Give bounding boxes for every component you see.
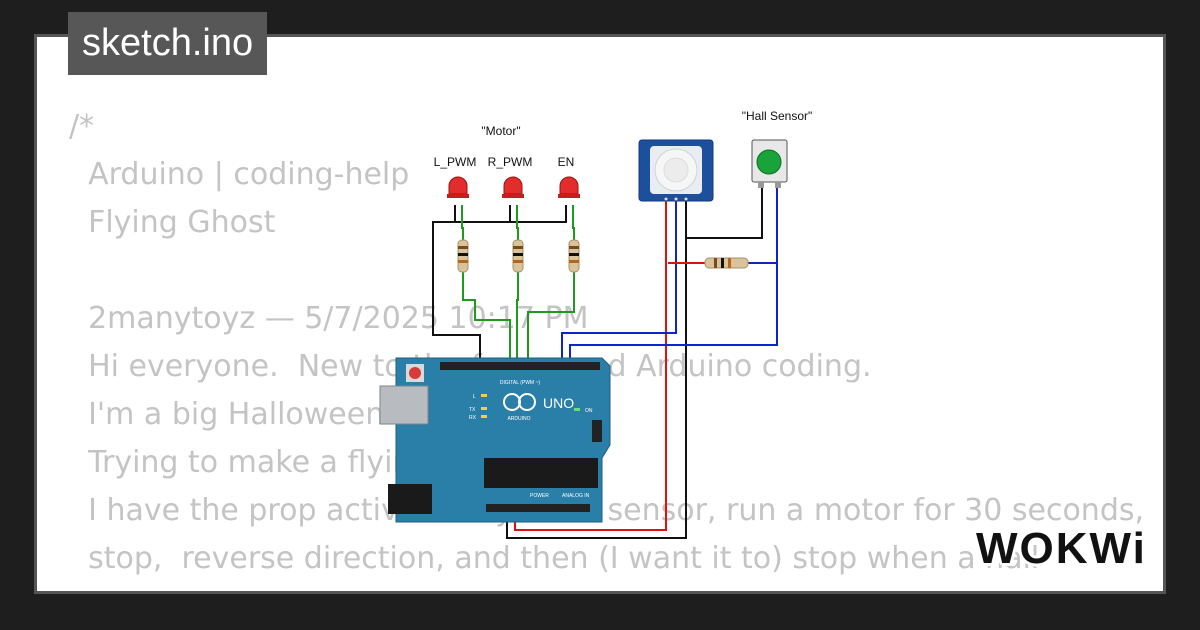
pir-sensor[interactable]	[638, 139, 714, 202]
resistor-pullup[interactable]	[704, 257, 749, 269]
digital-header	[440, 362, 600, 370]
r-pwm-label: R_PWM	[488, 155, 533, 169]
wire-resistor-r	[516, 272, 519, 362]
microcontroller-chip	[484, 458, 598, 488]
l-led-label: L	[473, 394, 476, 400]
analog-label: ANALOG IN	[562, 493, 590, 499]
code-line: stop, reverse direction, and then (I wan…	[69, 541, 1040, 576]
digital-label: DIGITAL (PWM ~)	[500, 380, 540, 386]
code-line: 2manytoyz — 5/7/2025 10:17 PM	[69, 301, 589, 336]
hall-sensor-button[interactable]	[751, 139, 788, 188]
wire-signal-r	[516, 205, 519, 240]
on-label: ON	[585, 408, 593, 414]
code-line: Flying Ghost	[69, 205, 276, 240]
wire-ground-led-r	[455, 205, 511, 223]
wire-hall-gnd	[686, 188, 763, 239]
hall-sensor-label: "Hall Sensor"	[742, 109, 813, 123]
en-label: EN	[558, 155, 575, 169]
resistor-r[interactable]	[512, 239, 524, 273]
uno-label: UNO	[543, 395, 574, 411]
wire-signal-en	[572, 205, 575, 240]
code-line: effect sensor is triggered with a magnet…	[69, 583, 1144, 591]
led-r-pwm[interactable]	[502, 176, 524, 198]
code-line: Arduino | coding-help	[69, 157, 410, 192]
wire-hall-signal	[569, 188, 778, 362]
motor-label: "Motor"	[481, 124, 520, 138]
l-pwm-label: L_PWM	[434, 155, 477, 169]
power-jack	[388, 484, 432, 514]
wire-pir-gnd	[506, 200, 687, 539]
tx-label: TX	[469, 407, 476, 413]
resistor-en[interactable]	[568, 239, 580, 273]
code-line: /*	[69, 109, 95, 144]
wire-resistor-en	[527, 272, 575, 362]
resistor-l[interactable]	[457, 239, 469, 273]
reset-button[interactable]	[409, 367, 421, 379]
led-en[interactable]	[558, 176, 580, 198]
wire-resistor-l	[462, 272, 511, 362]
wire-signal-l	[461, 205, 464, 240]
usb-port	[379, 385, 429, 425]
power-label: POWER	[530, 493, 549, 499]
arduino-uno-board[interactable]: DIGITAL (PWM ~) UNO ARDUINO POWER ANALOG…	[379, 357, 611, 523]
wire-ground-led-en	[510, 205, 567, 223]
wokwi-logo: WOKWi	[976, 524, 1147, 573]
power-analog-header	[486, 504, 590, 512]
rx-label: RX	[469, 415, 477, 421]
window-title: sketch.ino	[68, 12, 268, 75]
led-l-pwm[interactable]	[447, 176, 469, 198]
wire-pir-out	[561, 200, 677, 362]
wire-ground-led-l	[432, 205, 481, 362]
arduino-label: ARDUINO	[507, 416, 530, 422]
